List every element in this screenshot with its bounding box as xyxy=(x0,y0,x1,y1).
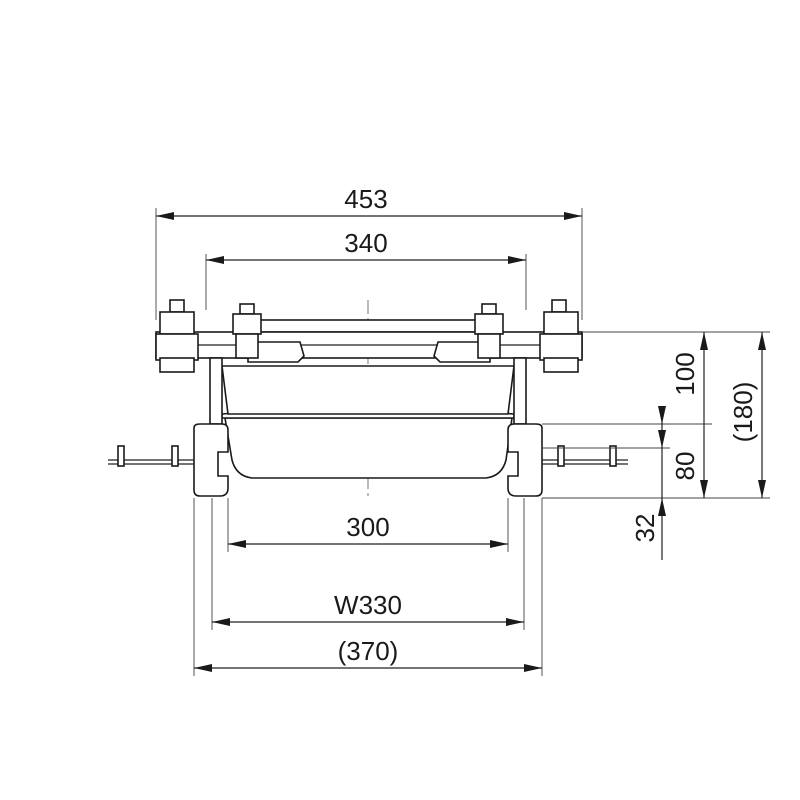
dim-width-label: W330 xyxy=(334,590,402,620)
right-base-clamp xyxy=(507,423,543,497)
right-rail xyxy=(542,445,628,467)
dim-overall-width: 453 xyxy=(344,184,387,214)
left-base-clamp xyxy=(193,423,229,497)
left-outer-bolt xyxy=(155,299,199,373)
dim-flange-width: 340 xyxy=(344,228,387,258)
dim-outer-width: (370) xyxy=(338,636,399,666)
dim-height-total: (180) xyxy=(728,382,758,443)
dim-height-upper: 100 xyxy=(670,352,700,395)
dim-inner-width: 300 xyxy=(346,512,389,542)
dimension-labels: 453 340 300 W330 (370) 100 80 32 (180) xyxy=(334,184,758,666)
left-inner-bolt xyxy=(232,303,262,359)
dimension-lines xyxy=(155,208,770,676)
dim-height-lower: 80 xyxy=(670,452,700,481)
left-rail xyxy=(108,445,194,467)
left-rod xyxy=(209,357,223,425)
top-plate xyxy=(255,319,483,333)
upper-housing xyxy=(221,365,515,415)
right-rod xyxy=(513,357,527,425)
dim-height-base: 32 xyxy=(630,514,660,543)
trough-body xyxy=(224,417,513,479)
right-inner-bolt xyxy=(474,303,504,359)
right-outer-bolt xyxy=(539,299,583,373)
assembly xyxy=(108,299,628,500)
